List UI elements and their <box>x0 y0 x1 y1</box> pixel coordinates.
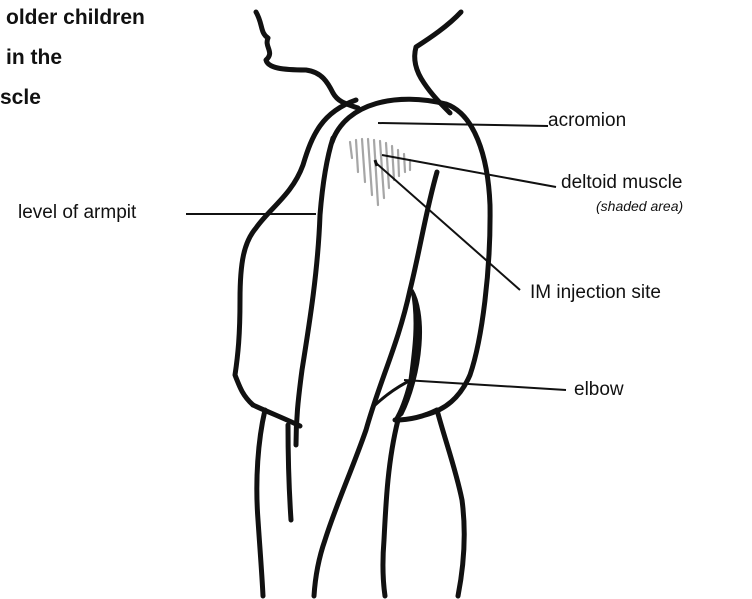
label-deltoid-muscle: deltoid muscle <box>561 172 682 194</box>
injection-leader <box>376 163 520 290</box>
upper-arm-back <box>314 172 437 596</box>
label-im-injection-site: IM injection site <box>530 282 661 304</box>
forearm-front <box>288 425 291 520</box>
forearm-inner <box>383 420 398 596</box>
acromion-leader <box>378 123 548 126</box>
elbow-leader <box>404 380 566 390</box>
deltoid-leader <box>382 155 556 187</box>
armpit-line <box>257 410 265 596</box>
label-deltoid-note: (shaded area) <box>596 198 683 214</box>
forearm-back <box>437 410 464 596</box>
injection-marker <box>375 160 377 166</box>
neck-outline <box>256 12 358 108</box>
label-level-of-armpit: level of armpit <box>18 202 136 224</box>
label-elbow: elbow <box>574 379 624 401</box>
shoulder-outline <box>235 100 356 405</box>
deltoid-shading <box>350 139 410 205</box>
upper-arm-front <box>296 138 333 445</box>
label-acromion: acromion <box>548 110 626 132</box>
